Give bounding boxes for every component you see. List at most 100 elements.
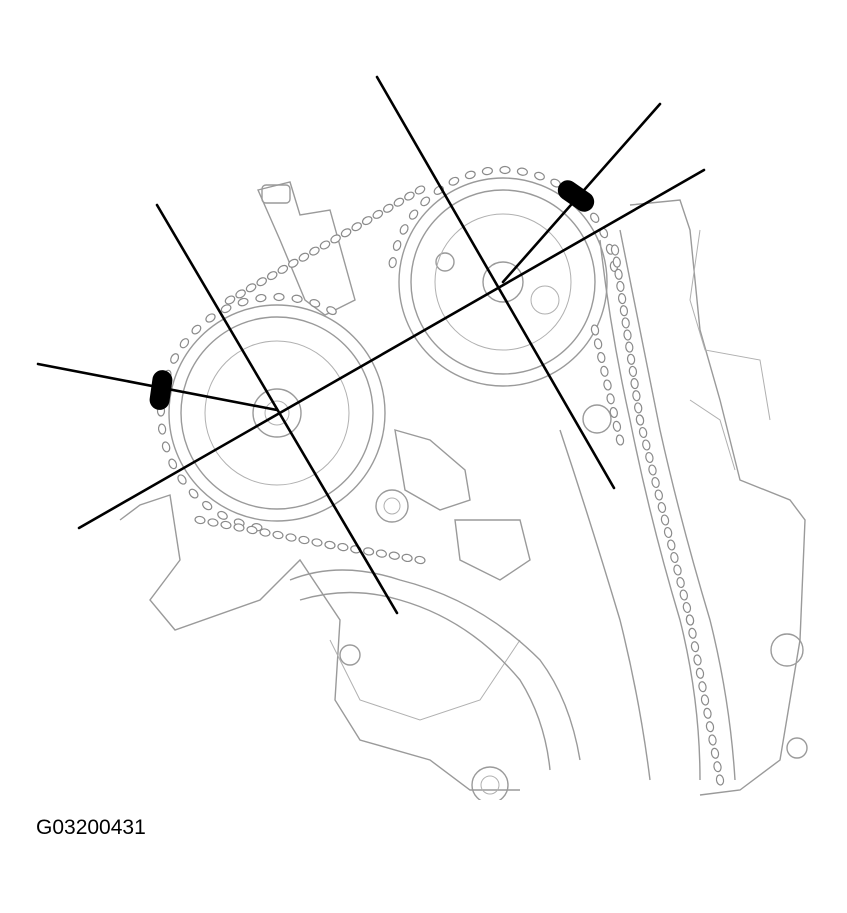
chain-link (217, 510, 228, 520)
timing-mark-icon (557, 180, 595, 212)
chain-link (663, 526, 673, 539)
chain-link (679, 589, 689, 601)
chain-link (340, 228, 352, 238)
chain-link (673, 564, 682, 576)
chain-link (690, 641, 700, 653)
chain-link (609, 406, 618, 419)
chain-link (420, 196, 431, 207)
chain-link (651, 476, 660, 489)
chain-link (388, 551, 400, 560)
chain-link (157, 423, 167, 435)
chain-link (235, 289, 246, 299)
chain-link (481, 166, 493, 176)
chain-link (634, 402, 643, 414)
chain-link (603, 379, 612, 391)
chain-link (179, 338, 190, 349)
chain-link (700, 694, 710, 706)
chain-link (667, 539, 676, 551)
chain-link (703, 707, 712, 719)
chain-link (616, 280, 625, 292)
chain-link (272, 530, 284, 540)
chain-link (392, 240, 402, 251)
chain-link (635, 414, 645, 426)
chain-link (654, 489, 664, 501)
chain-link (298, 535, 310, 545)
chain-link (161, 441, 171, 453)
chain-link (464, 170, 476, 180)
chain-link (414, 555, 426, 565)
chain-link (448, 176, 460, 186)
chain-link (372, 209, 384, 219)
chain-link (499, 165, 511, 175)
chain-link (676, 576, 685, 589)
chain-link (617, 293, 627, 305)
chain-link (625, 341, 634, 353)
chain-link (194, 515, 206, 525)
chain-link (713, 761, 722, 773)
timing-chain-diagram (36, 75, 808, 800)
chain-link (326, 306, 337, 316)
chain-link (534, 171, 545, 181)
chain-link (632, 390, 641, 402)
chain-link (233, 523, 245, 532)
chain-link (606, 393, 615, 405)
chain-link (621, 317, 630, 329)
chain-link (695, 667, 705, 679)
chain-link (688, 627, 697, 639)
chain-link (188, 488, 199, 499)
chain-link (205, 313, 216, 323)
chain-link (414, 185, 426, 195)
chain-link (170, 353, 180, 364)
chain-link (642, 439, 651, 451)
chain-link (191, 324, 202, 335)
chain-link (298, 252, 310, 262)
chain-link (615, 434, 625, 446)
chain-link (693, 654, 702, 666)
timing-mark-icon (149, 370, 173, 410)
chain-link (220, 304, 232, 314)
chain-link (630, 378, 639, 390)
chain-link (220, 520, 232, 530)
chain-link (393, 197, 405, 207)
chain-link (708, 734, 717, 746)
chain-link (612, 420, 622, 432)
chain-link (516, 167, 528, 176)
chain-link (590, 324, 600, 336)
right-vertical-line (375, 75, 616, 490)
chain-link (207, 518, 219, 527)
chain-link (710, 747, 720, 759)
chain-link (638, 426, 648, 439)
figure-code: G03200431 (36, 816, 146, 839)
chain-link (309, 299, 321, 308)
chain-link (363, 547, 375, 556)
chain-link (685, 614, 695, 626)
chain-link (682, 601, 692, 614)
chain-link (401, 553, 413, 563)
chain-link (202, 500, 213, 511)
chain-link (375, 549, 387, 558)
chain-link (255, 293, 267, 303)
engine-outline (119, 181, 808, 800)
chain-link (361, 216, 373, 226)
chain-link (277, 264, 289, 274)
chain-link (623, 329, 632, 341)
chain-link (600, 365, 609, 377)
chain-link (285, 533, 297, 542)
chain-link (648, 464, 657, 476)
chain-link (628, 365, 638, 377)
chain-link (399, 224, 409, 235)
chain-link (324, 540, 336, 550)
chain-link (330, 234, 341, 244)
chain-link (660, 514, 670, 526)
chain-link (610, 244, 620, 256)
chain-link (645, 451, 654, 464)
chain-link (319, 240, 331, 250)
chain-link (224, 295, 236, 305)
chain-link (288, 258, 299, 268)
chain-link (311, 538, 323, 547)
chain-link (705, 721, 715, 733)
chain-link (715, 774, 725, 786)
chain-link (351, 222, 362, 232)
chain-link (266, 271, 278, 281)
chain-link (597, 351, 606, 364)
